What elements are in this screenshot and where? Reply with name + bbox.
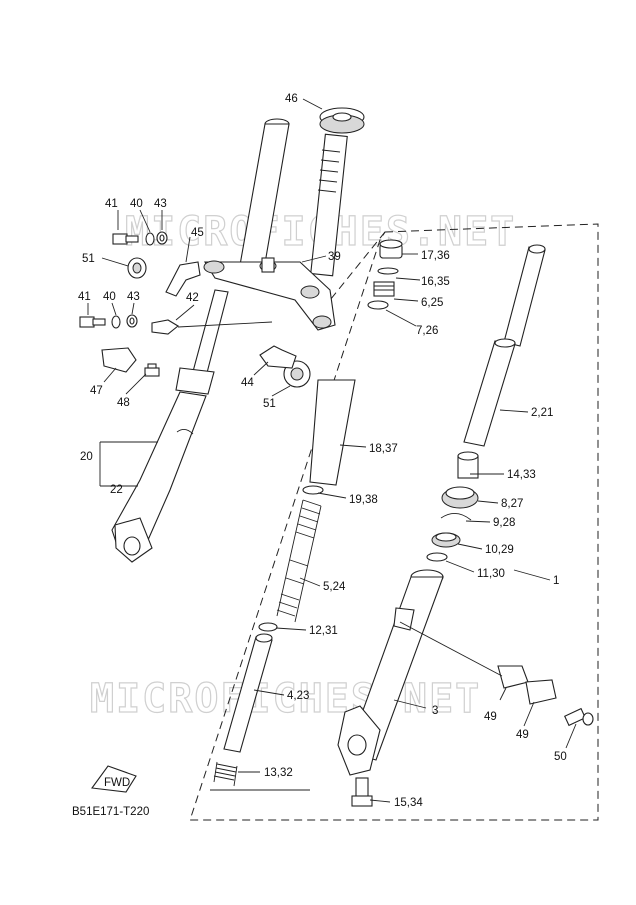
callout-22: 22 [110,484,123,496]
callout-40-upper: 40 [130,198,143,210]
callout-17-36: 17,36 [421,250,450,262]
oring-11-30 [426,552,448,562]
callout-48: 48 [117,397,130,409]
ring-19-38 [302,485,324,495]
grommet-51-upper [127,257,147,279]
holder-47 [101,347,137,373]
callout-8-27: 8,27 [501,498,523,510]
callout-43-lower: 43 [127,291,140,303]
callout-9-28: 9,28 [493,517,515,529]
cap-bolt-17-36 [379,239,403,259]
bracket-45 [165,261,201,297]
callout-49-left: 49 [484,711,497,723]
callout-42: 42 [186,292,199,304]
bolt-41-lower [79,316,106,328]
bolt-41-upper [112,233,139,245]
bolt-50 [563,707,594,727]
screw-48 [144,363,160,377]
collar-43-lower [126,314,138,328]
callout-7-26: 7,26 [416,325,438,337]
spring-5-24 [276,499,322,623]
oil-seal-8-27 [441,486,479,509]
lower-tube-3 [337,569,444,776]
callout-4-23: 4,23 [287,690,309,702]
spring-seat-6-25 [373,281,395,297]
fwd-arrow: FWD [91,765,137,793]
callout-43-upper: 43 [154,198,167,210]
callout-5-24: 5,24 [323,581,346,593]
bracket-44 [259,345,297,369]
callout-16-35: 16,35 [421,276,450,288]
callout-19-38: 19,38 [349,494,378,506]
callout-6-25: 6,25 [421,297,443,309]
callout-14-33: 14,33 [507,469,536,481]
rebound-spring-13-32 [213,761,238,787]
ring-16-35 [377,267,399,275]
washer-10-29 [431,532,461,548]
diagram-code: B51E171-T220 [72,806,149,818]
fwd-arrow-label: FWD [104,777,130,789]
callout-2-21: 2,21 [531,407,553,419]
collar-14-33 [457,451,479,479]
callout-20: 20 [80,451,93,463]
under-bracket-39 [203,257,336,331]
clamp-49-b [525,679,557,705]
outer-tube-2-21 [463,244,546,447]
callout-39: 39 [328,251,341,263]
leader-lines [87,98,577,803]
damper-rod-18-37 [309,379,356,486]
outline-joint [325,231,386,306]
collar-43-upper [156,231,168,245]
callout-50: 50 [554,751,567,763]
callout-40-lower: 40 [103,291,116,303]
callout-18-37: 18,37 [369,443,398,455]
assembly-outline [189,223,599,821]
callout-11-30: 11,30 [477,568,505,580]
damper-4-23 [223,633,273,753]
callout-1: 1 [553,575,559,587]
steering-stem [310,133,348,277]
callout-labels: 46 41 40 43 45 51 39 41 40 43 42 47 48 4… [72,93,567,818]
callout-51-lower: 51 [263,398,276,410]
callout-46: 46 [285,93,298,105]
oring-7-26 [367,300,389,310]
clip-9-28 [440,513,472,521]
washer-40-upper [145,232,155,246]
callout-15-34: 15,34 [394,797,423,809]
callout-47: 47 [90,385,103,397]
callout-3: 3 [432,705,438,717]
callout-51-upper: 51 [82,253,95,265]
washer-40-lower [111,315,121,329]
bolt-15-34 [351,777,373,807]
callout-10-29: 10,29 [485,544,514,556]
clamp-42 [151,319,179,335]
callout-41-lower: 41 [78,291,91,303]
callout-12-31: 12,31 [309,625,338,637]
callout-49-right: 49 [516,729,529,741]
clamp-49-a [497,665,529,689]
callout-44: 44 [241,377,254,389]
left-fork-assembly [111,289,229,563]
piston-ring-12-31 [258,622,278,632]
bearing-46 [319,107,365,134]
callout-45: 45 [191,227,204,239]
watermark-bottom: MICROFICHES.NET [90,676,481,722]
callout-41-upper: 41 [105,198,118,210]
callout-13-32: 13,32 [264,767,293,779]
